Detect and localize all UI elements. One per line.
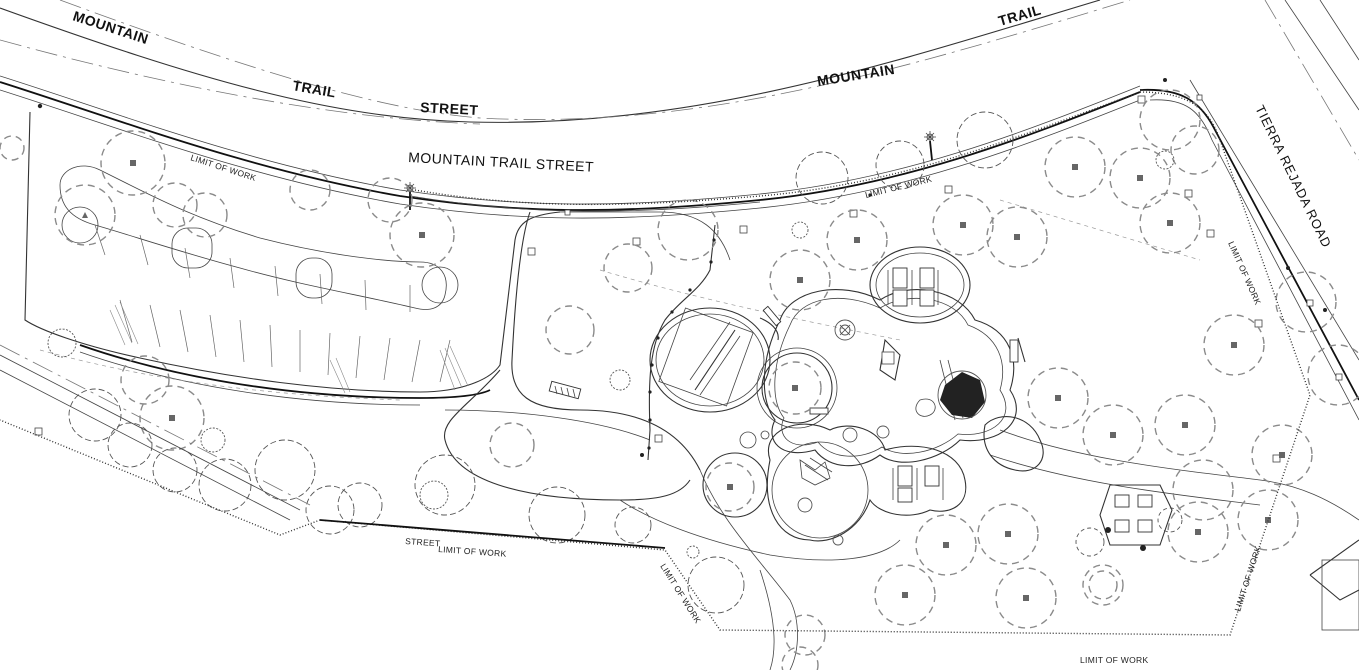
limit-of-work-boundary (0, 91, 1311, 636)
limit-of-work-label-east-1: LIMIT OF WORK (1226, 240, 1263, 307)
limit-of-work-label-north-1: LIMIT OF WORK (189, 152, 257, 183)
road-label-tierra-rejada: TIERRA REJADA ROAD (1252, 103, 1334, 250)
limit-of-work-label-south-3: LIMIT OF WORK (438, 544, 507, 559)
limit-of-work-label-east-2: LIMIT OF WORK (1232, 544, 1263, 612)
picnic-tables-east (1099, 484, 1173, 551)
limit-of-work-label-south-1: LIMIT OF WORK (1080, 655, 1148, 665)
playground-area (649, 246, 1044, 546)
street-label-south: STREET (405, 536, 441, 548)
limit-of-work-label-south-2: LIMIT OF WORK (658, 562, 703, 625)
street-label-mountain-right: MOUNTAIN (816, 61, 896, 89)
light-fixture-icons (404, 131, 936, 210)
picnic-tables-south (892, 465, 944, 503)
mountain-trail-street-roadway (0, 0, 1141, 219)
existing-trees (0, 89, 1359, 670)
street-label-trail-left: TRAIL (291, 77, 337, 100)
street-label-mountain-trail-street: MOUNTAIN TRAIL STREET (408, 149, 595, 175)
street-label-street-left: STREET (420, 99, 479, 118)
tierra-rejada-roadway (1139, 0, 1359, 631)
proposed-trees (47, 111, 1183, 614)
parking-stalls (94, 224, 469, 394)
picnic-tables-north (887, 267, 939, 307)
limit-of-work-label-north-2: LIMIT OF WORK (864, 174, 933, 200)
street-label-mountain-left: MOUNTAIN (71, 8, 151, 47)
parking-lot (24, 111, 701, 501)
utility-boxes (34, 78, 1343, 463)
park-pathways (39, 199, 1359, 670)
fence-line (647, 224, 716, 461)
benches (548, 305, 1019, 415)
